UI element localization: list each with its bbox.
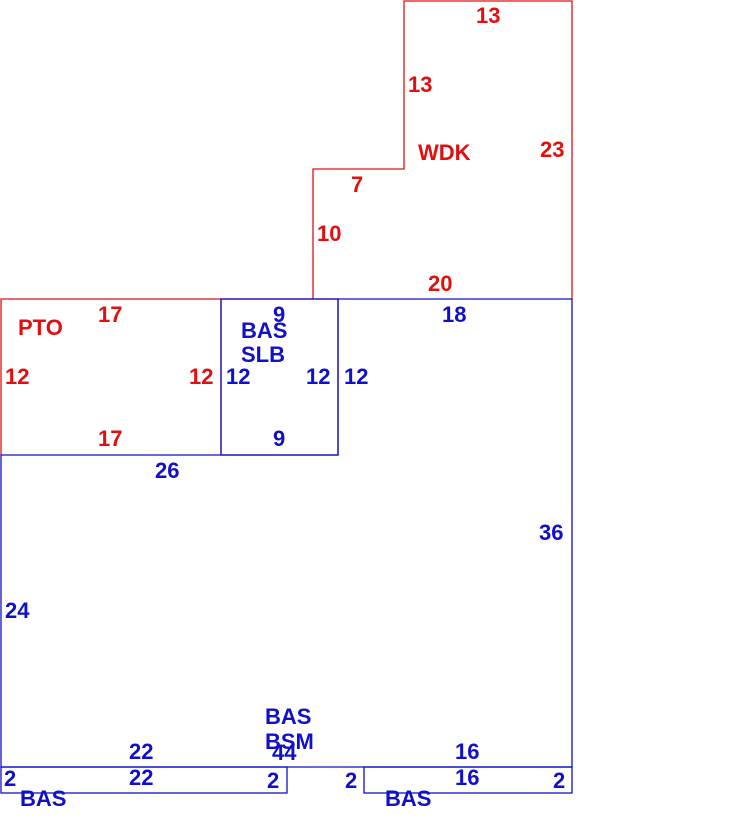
bas-left-outline [0, 766, 288, 794]
bas-left-left-dim: 2 [4, 766, 16, 791]
pto-top-dim: 17 [98, 302, 122, 327]
bas-right-right-dim: 2 [553, 768, 565, 793]
bas-bsm-right-upper-dim: 12 [344, 364, 368, 389]
wdk-top-dim: 13 [476, 3, 500, 28]
bas-slb-code-2: SLB [241, 342, 285, 367]
bas-right-left-dim: 2 [345, 768, 357, 793]
bas-right-bottom-dim: 16 [455, 765, 479, 790]
wdk-step-dim: 7 [351, 172, 363, 197]
wdk-outline [312, 0, 573, 299]
pto-left-dim: 12 [5, 364, 29, 389]
bas-left-code: BAS [20, 786, 66, 811]
bas-bsm-top-left-dim: 26 [155, 458, 179, 483]
bas-left-bottom-dim: 22 [129, 765, 153, 790]
bas-bsm-outline [0, 298, 573, 768]
bas-bsm-bottom-dim: 44 [272, 740, 297, 765]
bas-slb-left-dim: 12 [226, 364, 250, 389]
bas-slb-right-dim: 12 [306, 364, 330, 389]
bas-right-outline [363, 766, 573, 794]
bas-left-top-dim: 22 [129, 739, 153, 764]
wdk-left-lower-dim: 10 [317, 221, 341, 246]
bas-slb-top-dim: 9 [273, 302, 285, 327]
bas-right-code: BAS [385, 786, 431, 811]
wdk-right-dim: 23 [540, 137, 564, 162]
bas-bsm-code-2: BSM [265, 729, 314, 754]
bas-bsm-code-1: BAS [265, 704, 311, 729]
pto-right-dim: 12 [189, 364, 213, 389]
bas-slb-bottom-dim: 9 [273, 426, 285, 451]
bas-slb-code-1: BAS [241, 318, 287, 343]
bas-bsm-right-dim: 36 [539, 520, 563, 545]
wdk-left-upper-dim: 13 [408, 72, 432, 97]
wdk-bottom-dim: 20 [428, 271, 452, 296]
pto-bottom-dim: 17 [98, 426, 122, 451]
bas-bsm-top-right-dim: 18 [442, 302, 466, 327]
bas-right-top-dim: 16 [455, 739, 479, 764]
wdk-code: WDK [418, 140, 471, 165]
bas-left-right-dim: 2 [267, 768, 279, 793]
bas-bsm-left-dim: 24 [5, 598, 30, 623]
pto-code: PTO [18, 315, 63, 340]
